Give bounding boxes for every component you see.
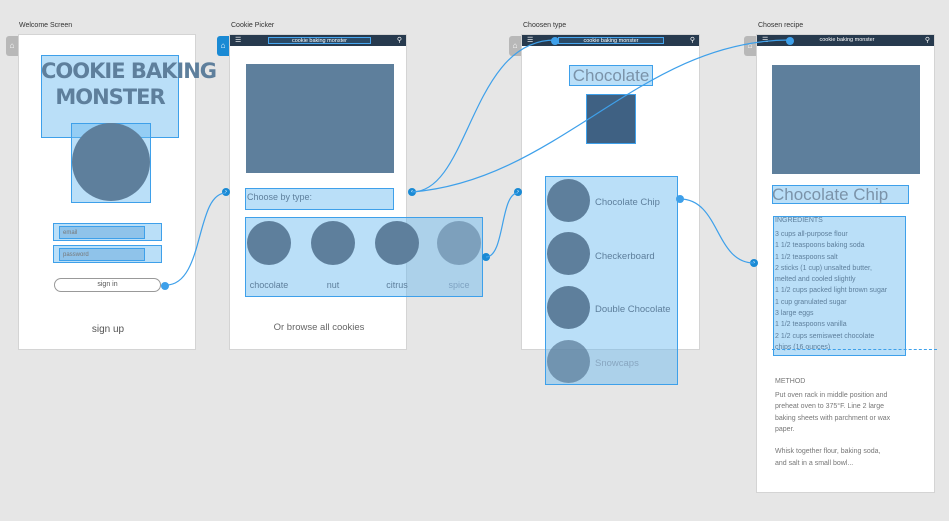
search-icon[interactable]: ⚲	[689, 37, 695, 44]
nav-title: cookie baking monster	[819, 37, 875, 43]
ingredient-line: 3 cups all-purpose flour	[775, 231, 848, 238]
recipe-heading-hotspot[interactable]	[772, 185, 909, 204]
type-citrus-image	[375, 221, 419, 265]
link-back-to-recipe	[411, 39, 791, 193]
cookie-image-1	[547, 179, 590, 222]
choose-type-label: Choose by type:	[247, 192, 313, 202]
app-title-line2: MONSTER	[55, 85, 165, 109]
picker-entry-arrow: ›	[222, 188, 230, 196]
search-icon[interactable]: ⚲	[396, 37, 402, 44]
ingredient-line: 1 1/2 cups packed light brown sugar	[775, 287, 888, 295]
type-spice-image	[437, 221, 481, 265]
recipe-heading: Chocolate Chip	[772, 185, 889, 204]
cookie-item-2[interactable]: Checkerboard	[595, 251, 655, 262]
artboard-type[interactable]: ☰ cookie baking monster ⚲ Chocolate Choc…	[521, 34, 700, 385]
method-line: baking sheets with parchment or wax	[775, 414, 891, 422]
method-text: Put oven rack in middle position and preh…	[775, 390, 890, 469]
signin-link-dot[interactable]	[161, 282, 169, 290]
recipe-nav-dot[interactable]	[786, 37, 794, 45]
type-chocolate-label[interactable]: chocolate	[249, 280, 289, 290]
artboard-label-picker: Cookie Picker	[231, 22, 275, 29]
browse-all-link[interactable]: Or browse all cookies	[273, 322, 365, 333]
type-spice-label[interactable]: spice	[448, 280, 470, 290]
type-nut-label[interactable]: nut	[326, 280, 340, 290]
home-icon[interactable]: ⌂	[744, 36, 756, 56]
hamburger-icon[interactable]: ☰	[762, 37, 769, 44]
ingredient-line: chips (16 ounces)	[775, 343, 831, 351]
email-field[interactable]: email	[59, 226, 145, 239]
fold-line	[772, 349, 937, 350]
cookie-item-1[interactable]: Chocolate Chip	[595, 197, 660, 208]
home-icon[interactable]: ⌂	[6, 36, 18, 56]
hamburger-icon[interactable]: ☰	[235, 37, 242, 44]
cookie-item-3[interactable]: Double Chocolate	[595, 304, 671, 315]
signup-link[interactable]: sign up	[91, 324, 125, 335]
type-entry-arrow: ›	[514, 188, 522, 196]
method-line: Put oven rack in middle position and	[775, 392, 888, 399]
home-icon[interactable]: ⌂	[217, 36, 229, 56]
type-heading: Chocolate	[572, 66, 650, 85]
ingredient-line: 2 1/2 cups semisweet chocolate	[775, 332, 875, 340]
method-line: paper.	[775, 425, 795, 433]
ingredient-line: 1 1/2 teaspoons baking soda	[775, 242, 865, 250]
method-line: Whisk together flour, baking soda,	[775, 448, 881, 456]
ingredient-line: 1 1/2 teaspoons salt	[775, 253, 838, 261]
hamburger-icon[interactable]: ☰	[527, 37, 534, 44]
type-heading-hotspot[interactable]	[569, 65, 653, 86]
logo-image	[72, 123, 150, 201]
cookie-item-4[interactable]: Snowcaps	[595, 358, 639, 369]
cookie-image-3	[547, 286, 590, 329]
choose-type-hotspot[interactable]	[245, 188, 394, 210]
artboard-recipe[interactable]: ☰ cookie baking monster ⚲ Chocolate Chip…	[756, 34, 937, 493]
search-icon[interactable]: ⚲	[924, 37, 930, 44]
method-title: METHOD	[775, 378, 806, 385]
hero-image	[246, 64, 394, 173]
ingredients-list: 3 cups all-purpose flour 1 1/2 teaspoons …	[775, 229, 887, 353]
type-nav-dot[interactable]	[551, 37, 559, 45]
ingredients-title: INGREDIENTS	[775, 217, 823, 224]
ingredient-line: melted and cooled slightly	[775, 276, 856, 284]
ingredient-line: 1 1/2 teaspoons vanilla	[775, 321, 847, 329]
signin-button[interactable]: sign in	[54, 278, 161, 292]
artboard-label-welcome: Welcome Screen	[19, 22, 73, 29]
artboard-label-type: Choosen type	[523, 22, 567, 29]
method-line: preheat oven to 375°F. Line 2 large	[775, 403, 885, 411]
ingredients-hotspot[interactable]	[773, 216, 906, 356]
ingredient-line: 2 sticks (1 cup) unsalted butter,	[775, 264, 872, 272]
home-icon[interactable]: ⌂	[509, 36, 521, 56]
type-chocolate-image	[247, 221, 291, 265]
method-line: and salt in a small bowl...	[775, 459, 854, 467]
type-nut-image	[311, 221, 355, 265]
artboard-picker[interactable]: ☰ cookie baking monster ⚲ Choose by type…	[229, 34, 483, 350]
link-signin-to-picker	[165, 192, 227, 286]
recipe-image	[772, 65, 920, 174]
cookie-image-4	[547, 340, 590, 383]
type-image	[586, 94, 636, 144]
artboard-welcome[interactable]: COOKIE BAKING MONSTER email password sig…	[18, 34, 217, 350]
password-field[interactable]: password	[59, 248, 145, 261]
navbar: ☰ cookie baking monster ⚲	[230, 35, 406, 46]
link-back-to-type	[411, 39, 556, 193]
link-types-to-type	[485, 192, 519, 258]
type-citrus-label[interactable]: citrus	[386, 280, 408, 290]
artboard-label-recipe: Chosen recipe	[758, 22, 804, 29]
link-item-to-recipe	[679, 198, 755, 264]
ingredient-line: 3 large eggs	[775, 310, 814, 318]
nav-title: cookie baking monster	[268, 37, 371, 44]
ingredient-line: 1 cup granulated sugar	[775, 298, 847, 306]
cookie-image-2	[547, 232, 590, 275]
navbar: ☰ cookie baking monster ⚲	[757, 35, 934, 46]
